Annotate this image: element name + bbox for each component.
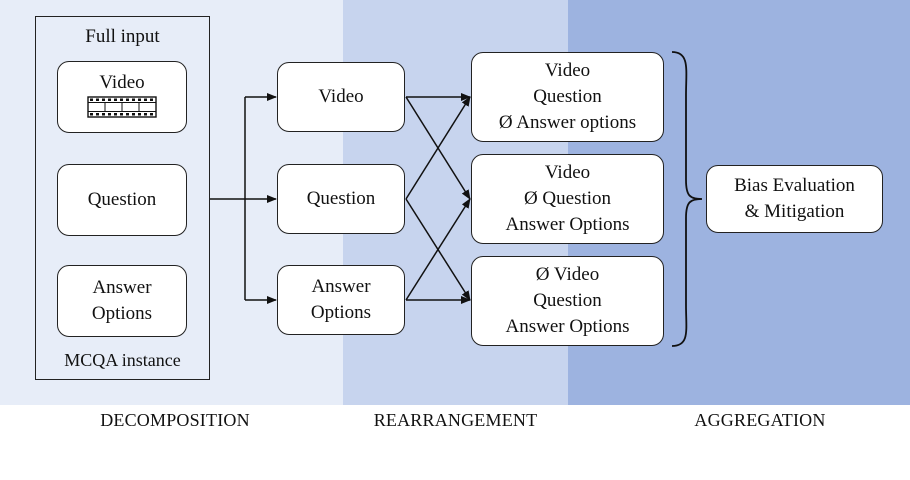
input-answer-box: Answer Options xyxy=(57,265,187,337)
aggregation-brace xyxy=(671,51,703,347)
aggregation-line-2: & Mitigation xyxy=(744,201,845,222)
mcqa-instance-caption: MCQA instance xyxy=(64,350,181,370)
full-input-title: Full input xyxy=(85,26,160,47)
rearrange-3-line-3: Answer Options xyxy=(505,316,630,337)
rearrange-2-line-2: Ø Question xyxy=(523,188,612,209)
rearrange-2-line-3: Answer Options xyxy=(505,214,630,235)
aggregation-line-1: Bias Evaluation xyxy=(734,175,855,196)
phase-aggregation: AGGREGATION xyxy=(694,410,826,430)
phase-rearrangement: REARRANGEMENT xyxy=(373,410,538,430)
input-answer-line-2: Options xyxy=(91,303,153,324)
question-to-r1 xyxy=(405,96,471,200)
input-video-box: Video xyxy=(57,61,187,133)
input-question-box: Question xyxy=(57,164,187,236)
rearrange-1-line-2: Question xyxy=(533,86,602,107)
mcqa-instance-frame xyxy=(35,16,210,380)
rearrange-box-3: Ø Video Question Answer Options xyxy=(471,256,664,346)
rearrange-box-2: Video Ø Question Answer Options xyxy=(471,154,664,244)
input-answer-line-1: Answer xyxy=(92,277,152,298)
rearrange-1-line-1: Video xyxy=(544,60,591,81)
phase-decomposition: DECOMPOSITION xyxy=(100,410,250,430)
decomp-answer-line-1: Answer xyxy=(311,276,371,297)
decomp-answer-line-2: Options xyxy=(310,302,372,323)
rearrange-1-line-3: Ø Answer options xyxy=(498,112,637,133)
rearrange-2-line-1: Video xyxy=(544,162,591,183)
rearrange-3-line-1: Ø Video xyxy=(535,264,600,285)
decomp-video-label: Video xyxy=(318,86,364,107)
decomp-question-label: Question xyxy=(306,188,376,209)
input-question-label: Question xyxy=(87,189,157,210)
decomp-question-box: Question xyxy=(277,164,405,234)
bias-evaluation-box: Bias Evaluation & Mitigation xyxy=(706,165,883,233)
film-strip-icon xyxy=(87,96,157,118)
answer-to-r2 xyxy=(405,198,471,301)
input-video-label: Video xyxy=(99,72,145,93)
rearrange-3-line-2: Question xyxy=(533,290,602,311)
decomp-answer-box: Answer Options xyxy=(277,265,405,335)
rearrange-box-1: Video Question Ø Answer options xyxy=(471,52,664,142)
decomp-video-box: Video xyxy=(277,62,405,132)
